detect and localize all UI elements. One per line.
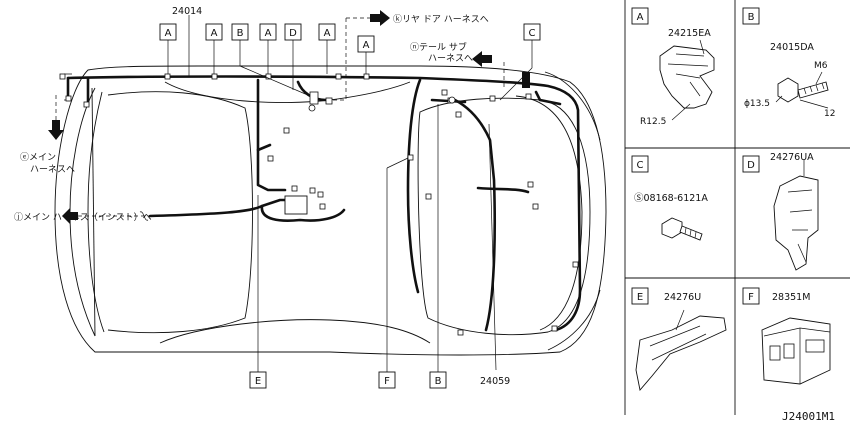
panel-b: B 24015DA M6 ϕ13.5 12 bbox=[742, 7, 835, 119]
svg-text:F: F bbox=[384, 376, 390, 387]
connector-28351m-icon bbox=[761, 317, 831, 385]
panel-a-radius: R12.5 bbox=[640, 117, 666, 127]
panel-f-part-number: 28351M bbox=[772, 292, 810, 303]
panel-c-part-number: Ⓢ08168-6121A bbox=[634, 193, 708, 204]
parts-panel bbox=[624, 0, 850, 415]
callout-e: E bbox=[249, 371, 267, 389]
inst-arrow bbox=[62, 208, 78, 224]
rear-door-arrow bbox=[370, 10, 390, 26]
panel-b-diameter: ϕ13.5 bbox=[744, 99, 770, 109]
panel-d: D 24276UA bbox=[742, 152, 819, 271]
panel-b-length: 12 bbox=[824, 109, 835, 119]
callout-tags: A A B A D A A C bbox=[159, 15, 541, 389]
tail-sub-note-line1: ⓝテール サブ bbox=[410, 41, 467, 53]
callout-b-2: B bbox=[429, 371, 447, 389]
svg-text:A: A bbox=[324, 28, 331, 39]
panel-e-part-number: 24276U bbox=[664, 292, 701, 303]
callout-a-3: A bbox=[259, 23, 277, 41]
svg-text:E: E bbox=[637, 292, 643, 303]
svg-text:E: E bbox=[255, 376, 261, 387]
panel-b-thread: M6 bbox=[814, 61, 828, 71]
panel-b-part-number: 24015DA bbox=[770, 42, 814, 53]
callout-c: C bbox=[523, 23, 541, 41]
panel-d-part-number: 24276UA bbox=[770, 152, 814, 163]
callout-a-5: A bbox=[357, 35, 375, 53]
harness-routing bbox=[64, 73, 582, 332]
car-body-outline bbox=[54, 65, 607, 356]
main-harness-note-line2: ハーネスへ bbox=[30, 164, 75, 175]
clip-24215ea-icon bbox=[659, 39, 715, 109]
callout-f: F bbox=[378, 371, 396, 389]
callout-d: D bbox=[284, 23, 302, 41]
panel-e: E 24276U bbox=[631, 287, 727, 391]
tail-sub-note-line2: ハーネスへ bbox=[428, 53, 473, 64]
svg-text:A: A bbox=[363, 40, 370, 51]
bottom-part-number: 24059 bbox=[480, 376, 510, 387]
harness-connectors bbox=[59, 73, 579, 336]
svg-text:B: B bbox=[435, 376, 442, 387]
svg-text:A: A bbox=[637, 12, 644, 23]
svg-text:D: D bbox=[289, 28, 297, 39]
panel-c: C Ⓢ08168-6121A bbox=[631, 155, 708, 241]
svg-text:C: C bbox=[637, 160, 644, 171]
callout-a-4: A bbox=[318, 23, 336, 41]
screw-08168-icon bbox=[661, 217, 703, 241]
panel-a: A 24215EA R12.5 bbox=[631, 7, 715, 127]
panel-a-part-number: 24215EA bbox=[668, 28, 711, 39]
bolt-24015da-icon bbox=[777, 77, 829, 103]
svg-text:B: B bbox=[748, 12, 755, 23]
svg-text:A: A bbox=[211, 28, 218, 39]
main-part-number: 24014 bbox=[172, 6, 202, 17]
protector-24276ua-icon bbox=[773, 160, 819, 271]
rear-door-note: ⓚリヤ ドア ハーネスへ bbox=[393, 14, 489, 25]
leader-lines bbox=[55, 17, 505, 221]
callout-a-2: A bbox=[205, 23, 223, 41]
protector-24276u-icon bbox=[635, 309, 727, 391]
inst-harness-note: ⓙメイン ハーネス（インスト）へ bbox=[14, 212, 152, 223]
svg-text:D: D bbox=[747, 160, 755, 171]
svg-text:F: F bbox=[748, 292, 754, 303]
svg-text:C: C bbox=[529, 28, 536, 39]
main-harness-note-line1: ⓔメイン bbox=[20, 152, 56, 163]
callout-a-1: A bbox=[159, 23, 177, 41]
callout-b-1: B bbox=[231, 23, 249, 41]
svg-text:A: A bbox=[165, 28, 172, 39]
svg-text:B: B bbox=[237, 28, 244, 39]
figure-code: J24001M1 bbox=[782, 410, 835, 423]
panel-f: F 28351M bbox=[742, 287, 831, 385]
main-arrow bbox=[48, 120, 64, 140]
tail-sub-arrow bbox=[472, 51, 492, 67]
svg-text:A: A bbox=[265, 28, 272, 39]
